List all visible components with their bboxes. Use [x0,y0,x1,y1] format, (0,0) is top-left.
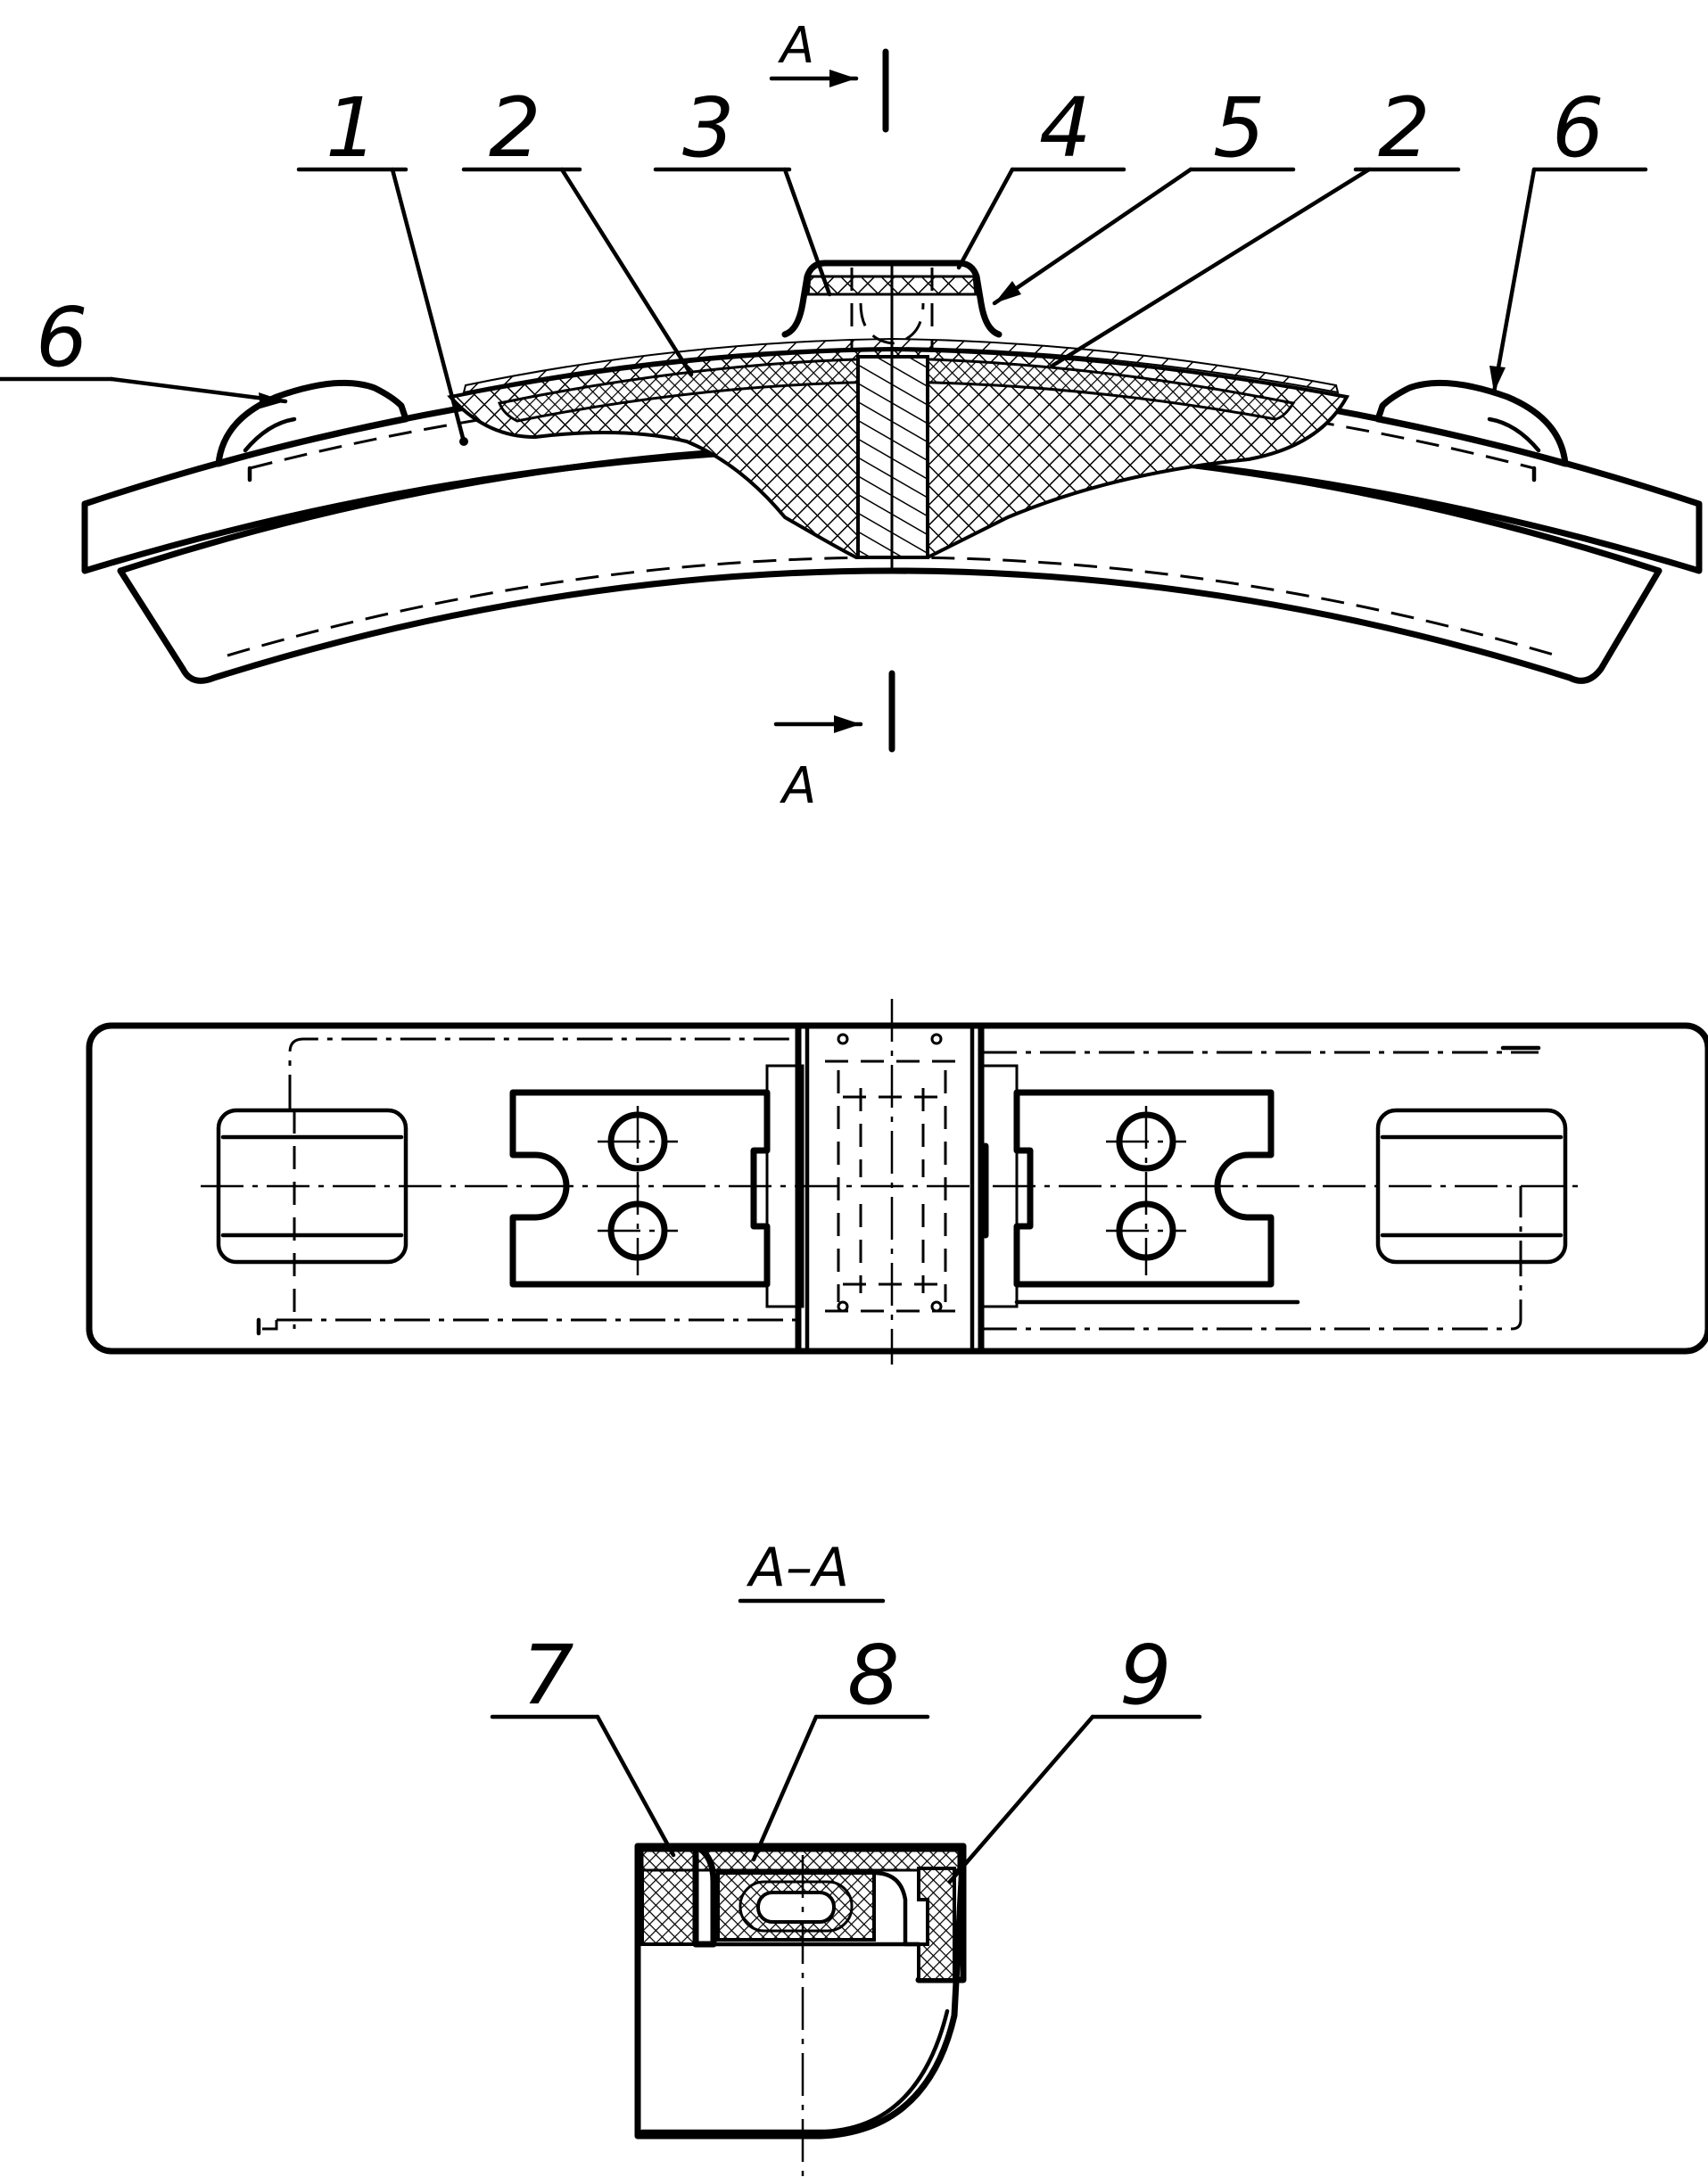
callouts-top: 1 2 3 4 5 2 6 6 [0,80,1648,446]
plan-view [86,999,1708,1365]
section-view: A–A [634,1537,967,2177]
section-marker-bottom: A [773,670,895,815]
callouts-section: 7 8 9 [490,1628,1202,1884]
callout-5: 5 [1213,80,1266,176]
side-view [81,260,1703,684]
callout-6-left: 6 [36,290,88,385]
section-letter-bottom: A [780,757,816,815]
section-letter-top: A [778,17,814,75]
callout-2-right: 2 [1378,80,1431,176]
callout-6-right: 6 [1552,80,1605,176]
callout-8: 8 [847,1628,900,1723]
callout-9: 9 [1119,1628,1172,1723]
callout-4: 4 [1039,80,1092,176]
callout-7: 7 [522,1628,574,1723]
callout-1: 1 [326,80,378,176]
section-title: A–A [746,1537,849,1599]
section-marker-top: A [769,17,889,133]
callout-3: 3 [682,80,735,176]
callout-2-left: 2 [489,80,541,176]
